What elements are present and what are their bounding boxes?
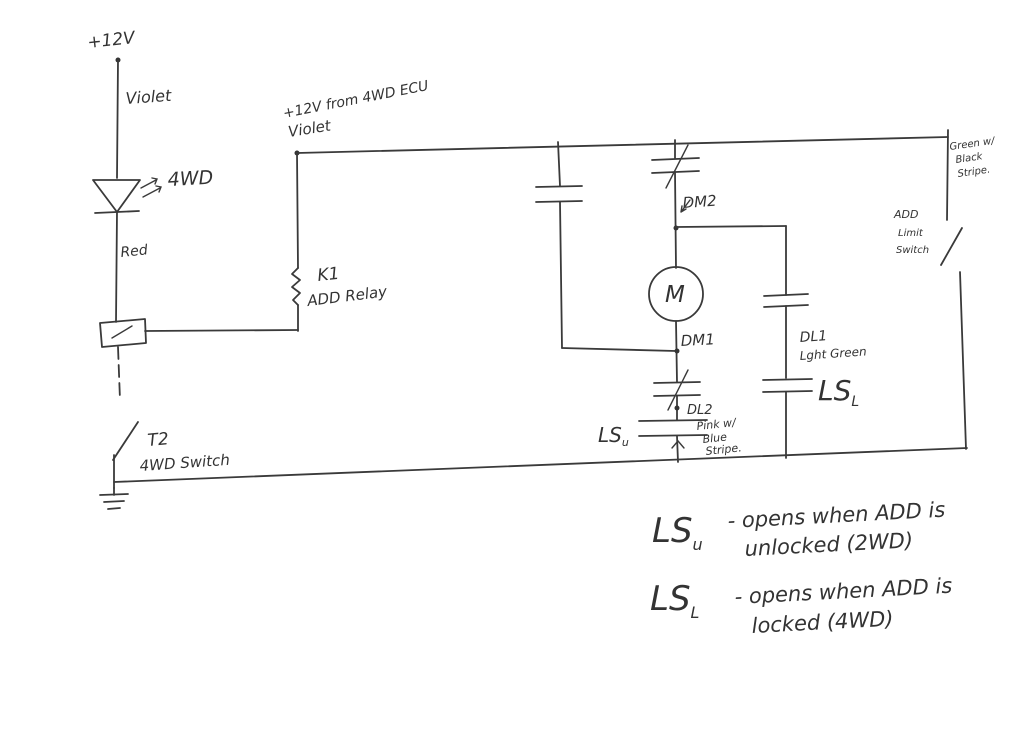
dm1-label: DM1 (680, 330, 715, 350)
switch-t2-blade (112, 421, 139, 461)
lsl-symbol-label: LSL (818, 374, 859, 410)
switch-feed-wire (117, 346, 121, 401)
lsu-symbol-label: LSu (598, 423, 629, 449)
legend-lsl-line1: - opens when ADD is (734, 574, 953, 609)
dl2-wire-label-3: Stripe. (705, 441, 742, 458)
legend-lsl-line2: locked (4WD) (751, 607, 894, 638)
legend-lsl-symbol: LSL (650, 579, 699, 622)
dl1-contact-top (763, 293, 809, 297)
capacitor-plate-top (535, 185, 583, 188)
led-to-relay-wire (115, 211, 118, 323)
led-4wd-indicator (92, 177, 162, 214)
limit-switch-label-3: Switch (896, 245, 929, 256)
dl2-wire-label-1: Pink w/ (696, 416, 738, 433)
dl2-wire-label-2: Blue (702, 430, 728, 445)
supply-voltage-label: +12V (86, 28, 137, 53)
legend-lsu-line1: - opens when ADD is (727, 498, 946, 533)
limit-wire-label-3: Stripe. (957, 165, 991, 180)
switch-desc-label: 4WD Switch (139, 451, 230, 475)
limit-switch-branch (940, 129, 967, 450)
lsl-contact-top (762, 378, 813, 381)
dl1-wire-label: Lght Green (799, 344, 867, 363)
capacitor-branch (535, 141, 677, 352)
limit-switch-label-2: Limit (898, 228, 924, 239)
ground-symbol (99, 487, 129, 510)
dm1-contact-top (653, 381, 701, 384)
dl1-branch (762, 225, 813, 459)
dm2-contact-top (651, 157, 700, 161)
top-rail-wire (296, 136, 949, 154)
capacitor-plate-bottom (535, 200, 583, 203)
limit-wire-label-1: Green w/ (949, 136, 997, 153)
dl1-label: DL1 (799, 328, 828, 346)
supply-wire-label: Violet (125, 86, 173, 108)
lsu-contact-top (638, 419, 708, 422)
relay-k1 (291, 150, 301, 332)
limit-wire-label-2: Black (955, 151, 985, 166)
legend: LSu - opens when ADD is unlocked (2WD) L… (650, 498, 953, 638)
ground-return-wire (113, 447, 968, 483)
relay-contact (99, 318, 147, 348)
relay-desc-label: ADD Relay (305, 282, 389, 310)
supply-wire (116, 59, 119, 179)
ecu-supply-label: +12V from 4WD ECU (282, 78, 430, 122)
led-wire-label: Red (120, 242, 149, 261)
add-limit-switch-blade (940, 227, 963, 266)
relay-name-label: K1 (316, 264, 340, 286)
switch-name-label: T2 (147, 429, 170, 451)
motor-label: M (665, 282, 685, 308)
lsl-contact-bottom (762, 390, 813, 393)
left-branch (92, 57, 968, 510)
led-label: 4WD (167, 167, 214, 191)
dm2-label: DM2 (682, 192, 717, 212)
legend-lsu-line2: unlocked (2WD) (744, 528, 914, 561)
limit-switch-label-1: ADD (893, 208, 918, 221)
lsu-contact-bottom (638, 434, 708, 437)
motor-branch (638, 139, 787, 463)
legend-lsu-symbol: LSu (652, 511, 703, 554)
dm2-arrow (680, 199, 691, 213)
relay-coil (291, 267, 301, 306)
dl2-label: DL2 (687, 403, 713, 418)
relay-coil-return-wire (144, 329, 299, 332)
